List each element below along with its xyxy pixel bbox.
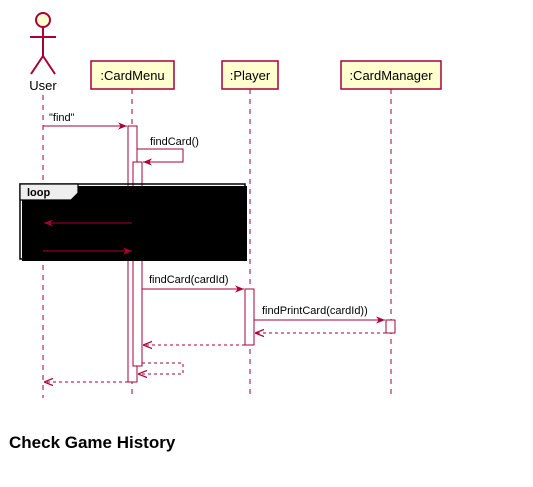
participant-player-box	[221, 60, 279, 90]
loop-guard: [until input valid card index]	[101, 187, 221, 197]
sequence-diagram: User :CardMenu :Player :CardManager loop…	[19, 12, 442, 398]
participant-cardmenu-label: :CardMenu	[100, 68, 164, 83]
user-actor-icon	[30, 12, 56, 75]
return-self-arrow	[138, 362, 184, 374]
loop-keyword: loop	[27, 187, 50, 199]
cardmanager-activation	[385, 319, 396, 334]
participant-cardmanager-label: :CardManager	[349, 68, 433, 83]
message-findcard-label: findCard()	[150, 136, 199, 148]
participant-player-label: :Player	[230, 68, 271, 83]
cardmenu-activation-inner	[132, 161, 143, 367]
participant-cardmanager-box	[340, 60, 442, 90]
section-heading: Check Game History	[9, 433, 176, 452]
message-find-label: "find"	[49, 112, 75, 124]
player-activation	[244, 288, 255, 346]
message-askcardid-label: askCardId()	[61, 208, 118, 220]
message-findcard-self-arrow	[137, 148, 184, 166]
participant-cardmenu-box	[90, 60, 175, 90]
participant-user-label: User	[29, 78, 57, 93]
message-findprintcard-label: findPrintCard(cardId))	[262, 305, 368, 317]
message-findcard-player-label: findCard(cardId)	[149, 274, 228, 286]
message-cardid-label: cardId	[50, 236, 81, 248]
